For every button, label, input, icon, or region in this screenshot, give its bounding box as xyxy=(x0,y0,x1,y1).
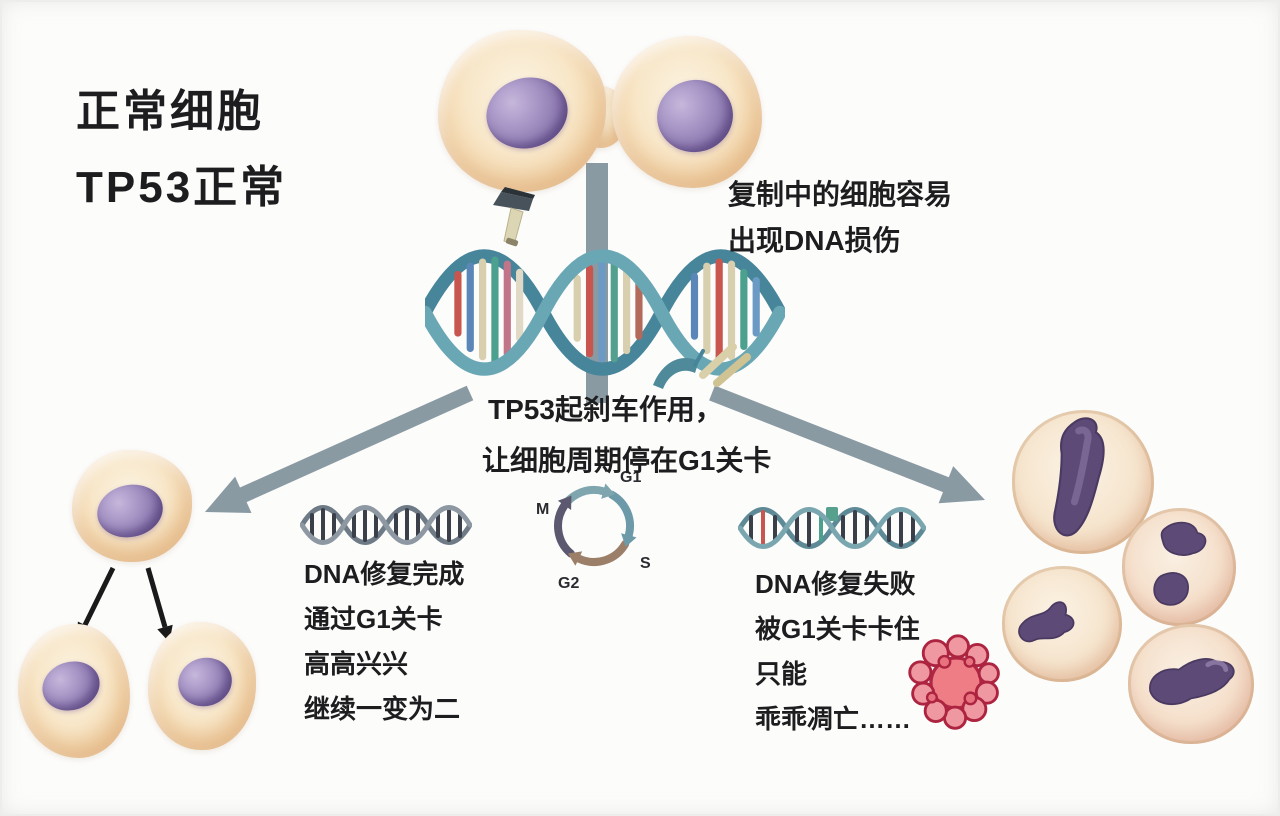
dna-fragment-illustration xyxy=(653,343,751,389)
damaged-nucleus-2 xyxy=(1153,521,1207,606)
right-branch-arrow xyxy=(709,385,985,504)
apoptotic-cell-icon xyxy=(908,634,1000,730)
phase-label-g2: G2 xyxy=(558,575,579,592)
repair-success-line-3: 高高兴兴 xyxy=(304,649,409,679)
left-branch-arrow xyxy=(205,385,474,513)
repair-failure-line-1: DNA修复失败 xyxy=(755,569,916,599)
damaged-cell-2 xyxy=(1122,508,1236,626)
repair-success-text: DNA修复完成 通过G1关卡 高高兴兴 继续一变为二 xyxy=(304,552,464,732)
title-line-1: 正常细胞 xyxy=(76,87,264,136)
brake-note-line-1: TP53起刹车作用， xyxy=(488,394,723,425)
repair-failure-line-3: 只能 xyxy=(755,659,808,689)
repaired-dna-icon xyxy=(300,505,472,545)
repair-failure-text: DNA修复失败 被G1关卡卡住 只能 乖乖凋亡…… xyxy=(755,562,920,742)
damaged-nucleus-1 xyxy=(1053,417,1105,537)
hammer-icon xyxy=(493,187,535,247)
phase-label-m: M xyxy=(536,501,549,518)
dna-helix-illustration xyxy=(425,249,785,376)
repair-failure-line-4: 乖乖凋亡…… xyxy=(755,704,912,734)
brake-note-line-2: 让细胞周期停在G1关卡 xyxy=(482,445,772,476)
repair-success-line-1: DNA修复完成 xyxy=(304,559,465,589)
damaged-cell-3 xyxy=(1002,566,1122,682)
damage-note-line-2: 出现DNA损伤 xyxy=(728,225,901,256)
damaged-cell-4 xyxy=(1128,624,1254,744)
dna-damage-note: 复制中的细胞容易 出现DNA损伤 xyxy=(728,172,952,264)
damaged-nucleus-3 xyxy=(1018,601,1075,643)
damaged-dna-icon xyxy=(738,507,926,549)
damaged-cell-1 xyxy=(1012,410,1154,554)
page-title: 正常细胞 TP53正常 xyxy=(76,74,287,226)
repair-failure-line-2: 被G1关卡卡住 xyxy=(755,614,920,644)
tp53-brake-note: TP53起刹车作用， 让细胞周期停在G1关卡 xyxy=(482,384,771,486)
damaged-nucleus-4 xyxy=(1149,658,1235,706)
phase-label-s: S xyxy=(640,555,651,572)
damage-note-line-1: 复制中的细胞容易 xyxy=(728,179,953,210)
cell-cycle-diagram: G1 M S G2 xyxy=(536,469,651,592)
title-line-2: TP53正常 xyxy=(76,163,288,212)
phase-label-g1: G1 xyxy=(620,469,641,486)
repair-success-line-2: 通过G1关卡 xyxy=(304,604,443,634)
repair-success-line-4: 继续一变为二 xyxy=(304,694,461,724)
